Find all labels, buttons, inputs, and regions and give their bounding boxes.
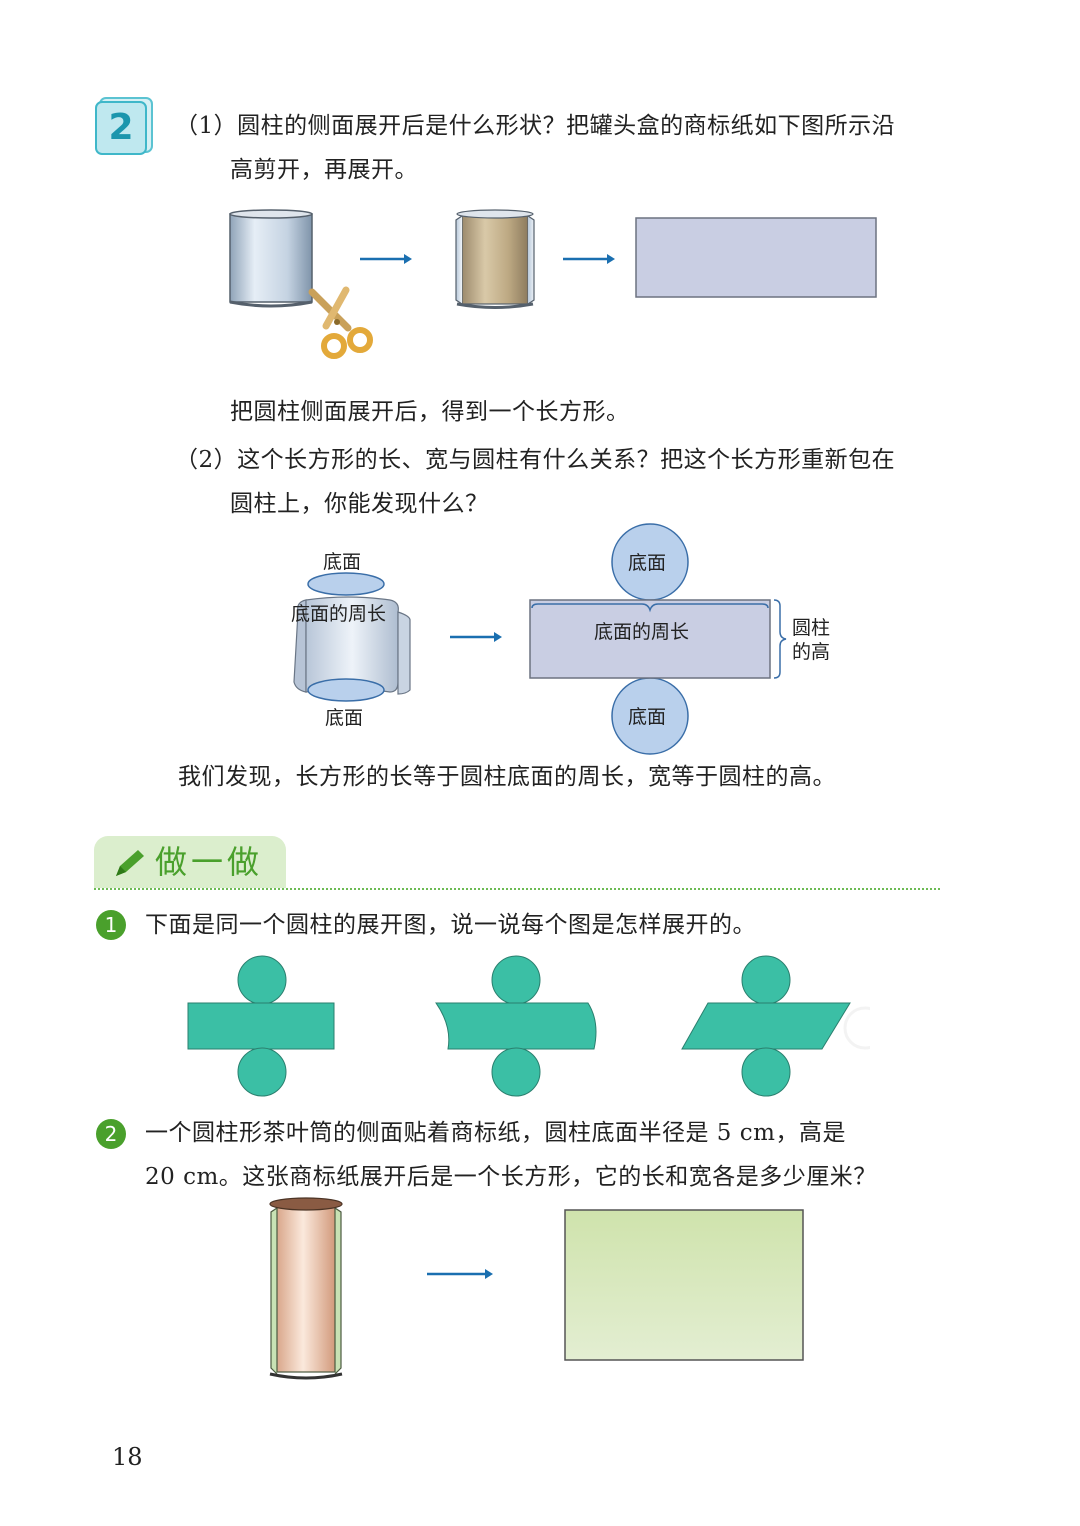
exercise-2-number: 2 — [96, 1119, 126, 1149]
can-unwrap-figure — [229, 209, 877, 359]
arrow-right-icon — [563, 254, 615, 264]
exercise-2-line-2: 20 cm。这张商标纸展开后是一个长方形，它的长和宽各是多少厘米？ — [145, 1164, 877, 1190]
arrow-right-icon — [450, 632, 502, 642]
exercise-1-text: 下面是同一个圆柱的展开图，说一说每个图是怎样展开的。 — [145, 912, 756, 938]
question-2-line-2: 圆柱上，你能发现什么？ — [230, 491, 489, 517]
unrolled-label-rectangle — [635, 217, 877, 298]
cylinder-shell — [293, 596, 411, 695]
net-rectangle-type — [187, 955, 335, 1097]
label-cylinder-height-1: 圆柱 — [792, 617, 831, 639]
label-circle-bottom: 底面 — [628, 706, 667, 728]
page-number: 18 — [112, 1443, 143, 1471]
label-base-perimeter-left: 底面的周长 — [291, 603, 387, 625]
example-number-badge: 2 — [95, 97, 153, 155]
label-base-perimeter-right: 底面的周长 — [594, 621, 690, 643]
perimeter-brace — [531, 603, 769, 613]
section-title: 做一做 — [155, 843, 264, 881]
conclusion-2: 我们发现，长方形的长等于圆柱底面的周长，宽等于圆柱的高。 — [178, 764, 836, 790]
net-irregular-type — [435, 955, 597, 1097]
exercise-2-line-1: 一个圆柱形茶叶筒的侧面贴着商标纸，圆柱底面半径是 5 cm，高是 — [145, 1120, 846, 1146]
conclusion-1: 把圆柱侧面展开后，得到一个长方形。 — [230, 399, 630, 425]
cylinder-net-figure — [293, 523, 787, 755]
arrow-right-icon — [360, 254, 412, 264]
label-base-bottom: 底面 — [325, 707, 364, 729]
height-brace — [773, 599, 787, 679]
peeled-can — [455, 209, 535, 309]
tea-canister-figure — [269, 1197, 804, 1380]
scissors-icon — [308, 286, 373, 359]
question-1-line-1: （1）圆柱的侧面展开后是什么形状？把罐头盒的商标纸如下图所示沿 — [175, 113, 896, 139]
tin-can — [229, 209, 313, 308]
label-cylinder-height-2: 的高 — [792, 641, 831, 663]
tea-label-rectangle — [564, 1209, 804, 1361]
bottom-base-ellipse — [307, 678, 385, 702]
label-circle-top: 底面 — [628, 552, 667, 574]
three-cylinder-nets — [187, 955, 870, 1097]
question-1-line-2: 高剪开，再展开。 — [230, 157, 418, 183]
question-2-line-1: （2）这个长方形的长、宽与圆柱有什么关系？把这个长方形重新包在 — [175, 447, 896, 473]
top-base-ellipse — [307, 572, 385, 596]
label-base-top: 底面 — [323, 551, 362, 573]
example-number: 2 — [95, 101, 147, 155]
tea-canister — [269, 1197, 343, 1380]
net-parallelogram-type — [681, 955, 851, 1097]
arrow-right-icon — [427, 1269, 493, 1279]
pencil-icon — [116, 850, 144, 876]
net-rectangle — [529, 599, 771, 679]
watermark — [843, 1006, 870, 1050]
section-divider — [94, 888, 940, 890]
exercise-1-number: 1 — [96, 910, 126, 940]
